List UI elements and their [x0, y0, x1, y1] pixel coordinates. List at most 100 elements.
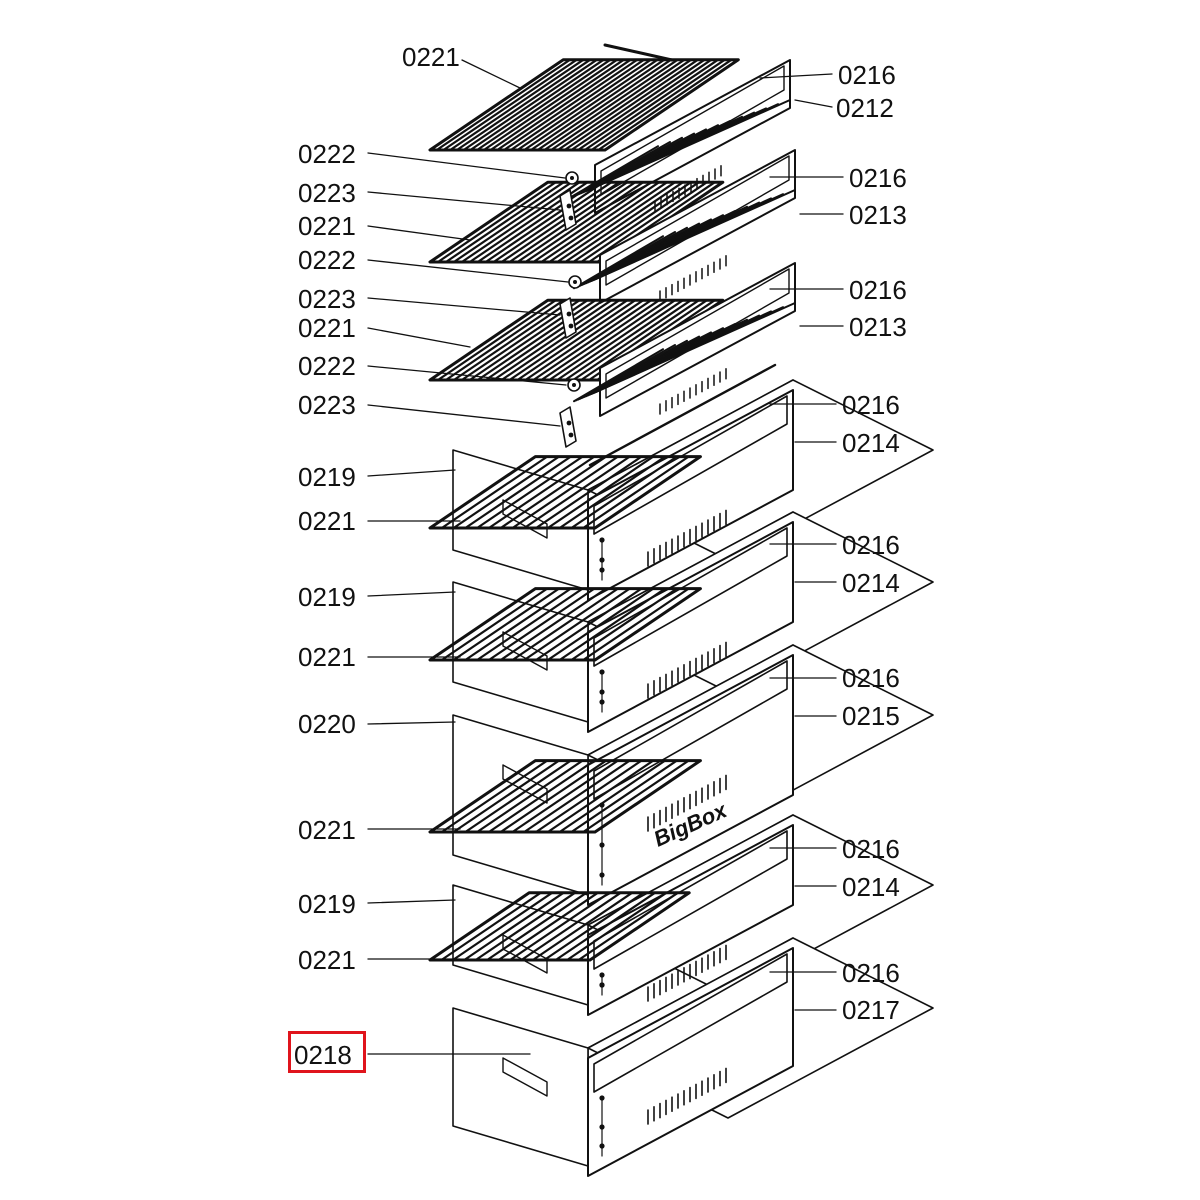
shelf-7-wire [451, 891, 554, 962]
bracket-0223-b-hole [568, 323, 574, 329]
leader-line [367, 591, 456, 597]
part-label-0219: 0219 [298, 582, 356, 612]
shelf-top-wire [482, 58, 619, 152]
shelf-3-wire [572, 299, 693, 382]
shelf-5-wire [558, 587, 667, 662]
part-label-0216: 0216 [849, 275, 907, 305]
shelf-top-wire [476, 58, 612, 152]
shelf-top-wire [597, 58, 733, 152]
shelf-3-wire [516, 299, 637, 382]
shelf-2-wire [476, 181, 597, 264]
shelf-3-wire [452, 299, 573, 382]
leader-line [367, 721, 456, 725]
shelf-3-wire [540, 299, 661, 382]
shelf-6-wire [464, 759, 572, 834]
shelf-7-wire [486, 891, 588, 962]
drawer-0217-dot [599, 1095, 605, 1101]
drawer-0217-back [452, 1007, 589, 1167]
shelf-4-wire [523, 455, 631, 530]
part-label-0222: 0222 [298, 351, 356, 381]
shelf-top-wire [516, 58, 652, 152]
shelf-2-wire [532, 181, 653, 264]
shelf-3-wire [492, 299, 613, 382]
leader-line [367, 404, 561, 427]
drawer-0214-b-dot [599, 689, 605, 695]
drawer-0215-back [452, 714, 589, 896]
leader-line [367, 297, 561, 316]
shelf-top-wire [550, 58, 686, 152]
tray-0213-a-rail [605, 155, 790, 286]
shelf-3-wire [532, 299, 653, 382]
shelf-top-wire [449, 58, 585, 152]
shelf-3-wire [460, 299, 581, 382]
shelf-top-bar [603, 43, 674, 62]
shelf-top-wire [576, 58, 713, 152]
shelf-4-wire [464, 455, 572, 530]
shelf-5-wire [570, 587, 678, 662]
drawer-0214-a-back [452, 449, 589, 591]
clip-0222-c-hole [572, 383, 576, 387]
drawer-0214-b-front [587, 521, 794, 733]
shelf-4-wire [546, 455, 655, 530]
part-label-0222: 0222 [298, 245, 356, 275]
shelf-top-wire [543, 58, 679, 152]
part-label-0216: 0216 [842, 834, 900, 864]
shelf-7-wire [566, 891, 668, 962]
shelf-top [428, 58, 740, 152]
tray-0213-b-floor-wire [573, 348, 664, 403]
shelf-7-wire [577, 891, 679, 962]
part-label-0216: 0216 [849, 163, 907, 193]
shelf-7-wire [520, 891, 622, 962]
leader-line [367, 225, 471, 241]
shelf-5-wire [523, 587, 631, 662]
shelf-2-wire [572, 181, 693, 264]
part-label-0221: 0221 [298, 815, 356, 845]
shelf-7-wire [543, 891, 645, 962]
shelf-top-wire [469, 58, 605, 152]
drawer-0217-front [587, 947, 794, 1177]
part-label-0216: 0216 [842, 958, 900, 988]
shelf-6-wire [487, 759, 596, 834]
bracket-0223-c-hole [568, 432, 574, 438]
shelf-5-wire [440, 587, 549, 662]
shelf-5-wire [534, 587, 643, 662]
shelf-5-wire [511, 587, 620, 662]
shelf-top-wire [502, 58, 639, 152]
part-label-0223: 0223 [298, 178, 356, 208]
shelf-5-wire [499, 587, 608, 662]
shelf-3-wire [500, 299, 621, 382]
shelf-3-wire [508, 299, 629, 382]
part-label-0213: 0213 [849, 200, 907, 230]
shelf-6-wire [570, 759, 678, 834]
part-label-0217: 0217 [842, 995, 900, 1025]
clip-0222-b-hole [573, 280, 577, 284]
drawer-0214-b-dot [599, 669, 605, 675]
shelf-4-wire [570, 455, 678, 530]
shelf-3-front-bar [588, 363, 777, 467]
drawer-0214-c-dot [599, 972, 605, 978]
leader-line [367, 899, 456, 904]
part-label-0221: 0221 [298, 945, 356, 975]
shelf-7-wire [440, 891, 542, 962]
clip-0222-a-hole [570, 176, 574, 180]
shelf-2-wire [564, 181, 685, 264]
part-label-0221: 0221 [298, 313, 356, 343]
shelf-top-wire [462, 58, 599, 152]
bracket-0223-a-hole [566, 203, 572, 209]
shelf-top-wire [536, 58, 673, 152]
shelf-top-wire [455, 58, 592, 152]
shelf-2-wire [436, 181, 557, 264]
part-label-0213: 0213 [849, 312, 907, 342]
shelf-top-wire [590, 58, 726, 152]
shelf-2-wire [452, 181, 573, 264]
shelf-4-wire [511, 455, 620, 530]
shelf-2-wire [484, 181, 605, 264]
leader-line [794, 99, 833, 108]
part-label-0214: 0214 [842, 428, 900, 458]
shelf-4-wire [476, 455, 584, 530]
shelf-7-wire [508, 891, 611, 962]
bracket-0223-a-hole [568, 215, 574, 221]
shelf-5-wire [476, 587, 584, 662]
drawer-0215-rail [593, 660, 788, 800]
shelf-2-wire [556, 181, 677, 264]
